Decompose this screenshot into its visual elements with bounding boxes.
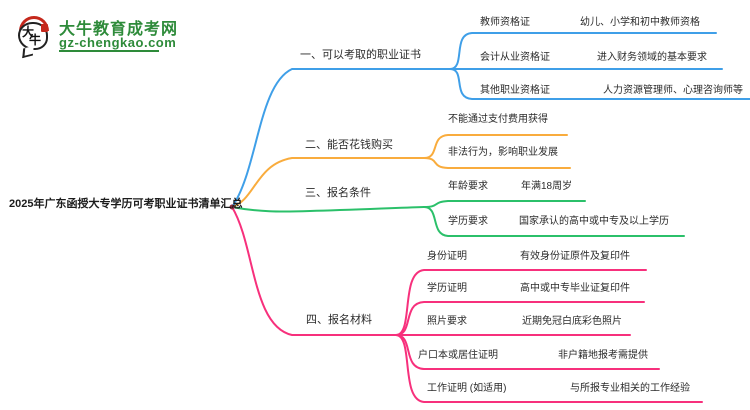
node-label: 会计从业资格证 <box>480 52 550 63</box>
node-desc: 近期免冠白底彩色照片 <box>522 316 622 327</box>
branch-label-materials: 四、报名材料 <box>306 314 372 326</box>
node-label: 照片要求 <box>427 316 467 327</box>
node-label: 学历要求 <box>448 216 488 227</box>
node-label: 身份证明 <box>427 251 467 262</box>
site-logo[interactable]: 大 牛 大牛教育成考网 gz-chengkao.com <box>17 14 192 59</box>
node-desc: 人力资源管理师、心理咨询师等 <box>603 85 743 96</box>
node-label: 年龄要求 <box>448 181 488 192</box>
branch-lines-certificates <box>231 32 750 208</box>
logo-red-seal <box>41 24 48 32</box>
logo-char-bottom: 牛 <box>29 33 42 47</box>
node-label: 非法行为，影响职业发展 <box>448 147 558 158</box>
node-label: 户口本或居住证明 <box>418 350 498 361</box>
mindmap-root-title: 2025年广东函授大专学历可考职业证书清单汇总 <box>9 198 243 210</box>
node-desc: 高中或中专毕业证复印件 <box>520 283 630 294</box>
daniu-logo-icon: 大 牛 <box>17 16 51 59</box>
node-label: 不能通过支付费用获得 <box>448 114 548 125</box>
node-label: 工作证明 (如适用) <box>427 383 507 394</box>
logo-brand-text: 大牛教育成考网 <box>59 21 179 38</box>
node-desc: 国家承认的高中或中专及以上学历 <box>519 216 669 227</box>
node-label: 学历证明 <box>427 283 467 294</box>
node-desc: 非户籍地报考需提供 <box>558 350 648 361</box>
node-desc: 与所报专业相关的工作经验 <box>570 383 690 394</box>
node-label: 其他职业资格证 <box>480 85 550 96</box>
logo-domain-text: gz-chengkao.com <box>59 35 177 50</box>
logo-underline <box>59 50 159 52</box>
node-label: 教师资格证 <box>480 17 530 28</box>
branch-lines-materials <box>231 206 703 403</box>
branch-label-purchase: 二、能否花钱购买 <box>305 139 393 151</box>
root-node-dot <box>229 204 235 210</box>
branch-label-conditions: 三、报名条件 <box>305 187 371 199</box>
node-desc: 年满18周岁 <box>521 181 573 192</box>
node-desc: 有效身份证原件及复印件 <box>520 251 630 262</box>
node-desc: 进入财务领域的基本要求 <box>597 52 707 63</box>
branch-label-certificates: 一、可以考取的职业证书 <box>300 49 421 61</box>
node-desc: 幼儿、小学和初中教师资格 <box>580 17 700 28</box>
branch-lines-purchase <box>231 134 571 208</box>
logo-char-top: 大 <box>22 25 35 39</box>
logo-red-arc <box>19 16 49 31</box>
branch-lines-conditions <box>231 200 685 237</box>
